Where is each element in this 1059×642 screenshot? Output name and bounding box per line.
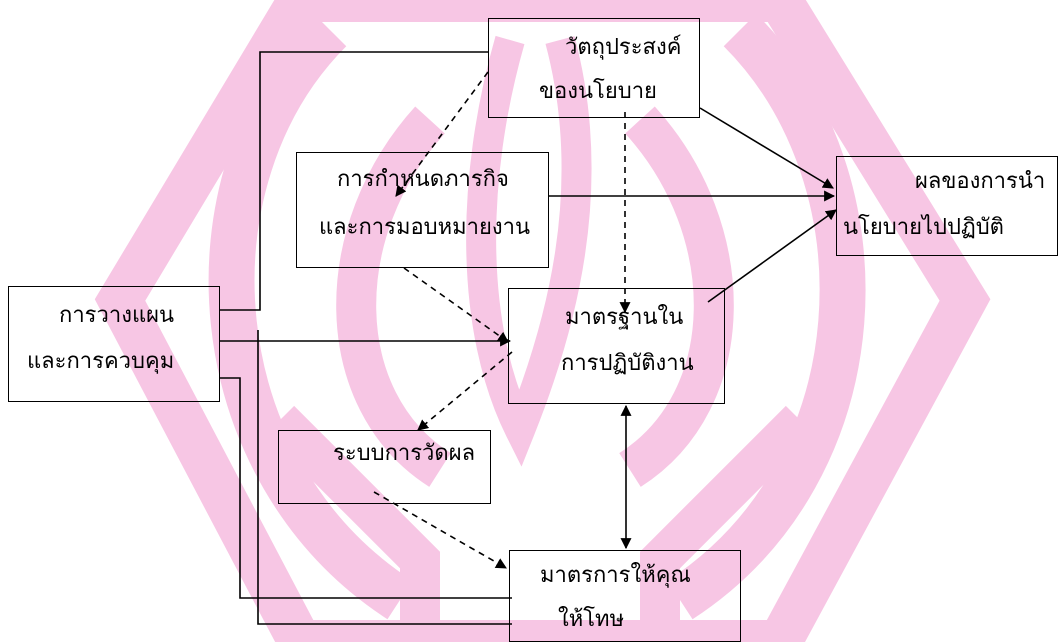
- node-measurement-line-1: ระบบการวัดผล: [333, 441, 476, 466]
- node-incentives-line-2: ให้โทษ: [558, 607, 625, 632]
- watermark-base-left: [265, 405, 440, 642]
- edge-standards-measurement: [417, 351, 513, 431]
- edge-planning-objectives-connector: [220, 51, 488, 311]
- node-standards-line-1: มาตรฐานใน: [565, 305, 684, 330]
- edge-planning-incentives-connector: [220, 377, 512, 599]
- node-planning-line-2: และการควบคุม: [27, 349, 175, 374]
- edge-objectives-outcome: [699, 107, 834, 189]
- node-objectives: วัตถุประสงค์ ของนโยบาย: [488, 18, 700, 118]
- node-assignment-line-2: และการมอบหมายงาน: [319, 215, 531, 240]
- node-planning: การวางแผน และการควบคุม: [8, 286, 220, 402]
- node-measurement: ระบบการวัดผล: [278, 430, 491, 504]
- watermark-flame-arc-inner: [336, 106, 734, 487]
- node-incentives: มาตรการให้คุณ ให้โทษ: [509, 550, 741, 642]
- edge-objectives-assignment: [395, 71, 489, 197]
- node-standards: มาตรฐานใน การปฏิบัติงาน: [508, 288, 725, 404]
- edge-measurement-incentives: [373, 491, 507, 569]
- edge-standards-outcome: [707, 209, 837, 303]
- watermark-flame-arc-outer: [208, 13, 866, 620]
- watermark-flame-core: [466, 35, 592, 467]
- node-standards-line-2: การปฏิบัติงาน: [561, 351, 694, 376]
- node-assignment: การกำหนดภารกิจ และการมอบหมายงาน: [296, 152, 549, 268]
- node-outcome: ผลของการนำ นโยบายไปปฏิบัติ: [836, 156, 1058, 256]
- node-objectives-line-2: ของนโยบาย: [539, 79, 657, 104]
- node-assignment-line-1: การกำหนดภารกิจ: [337, 167, 509, 192]
- node-objectives-line-1: วัตถุประสงค์: [565, 35, 682, 60]
- node-outcome-line-2: นโยบายไปปฏิบัติ: [843, 215, 1004, 240]
- watermark-base-right: [640, 405, 815, 642]
- watermark-hexagon-outline: [94, 0, 991, 642]
- node-planning-line-1: การวางแผน: [59, 303, 175, 328]
- node-incentives-line-1: มาตรการให้คุณ: [540, 563, 691, 588]
- edge-left-outer-bottom: [257, 330, 512, 625]
- node-outcome-line-1: ผลของการนำ: [915, 169, 1046, 194]
- watermark-emblem: [94, 0, 991, 642]
